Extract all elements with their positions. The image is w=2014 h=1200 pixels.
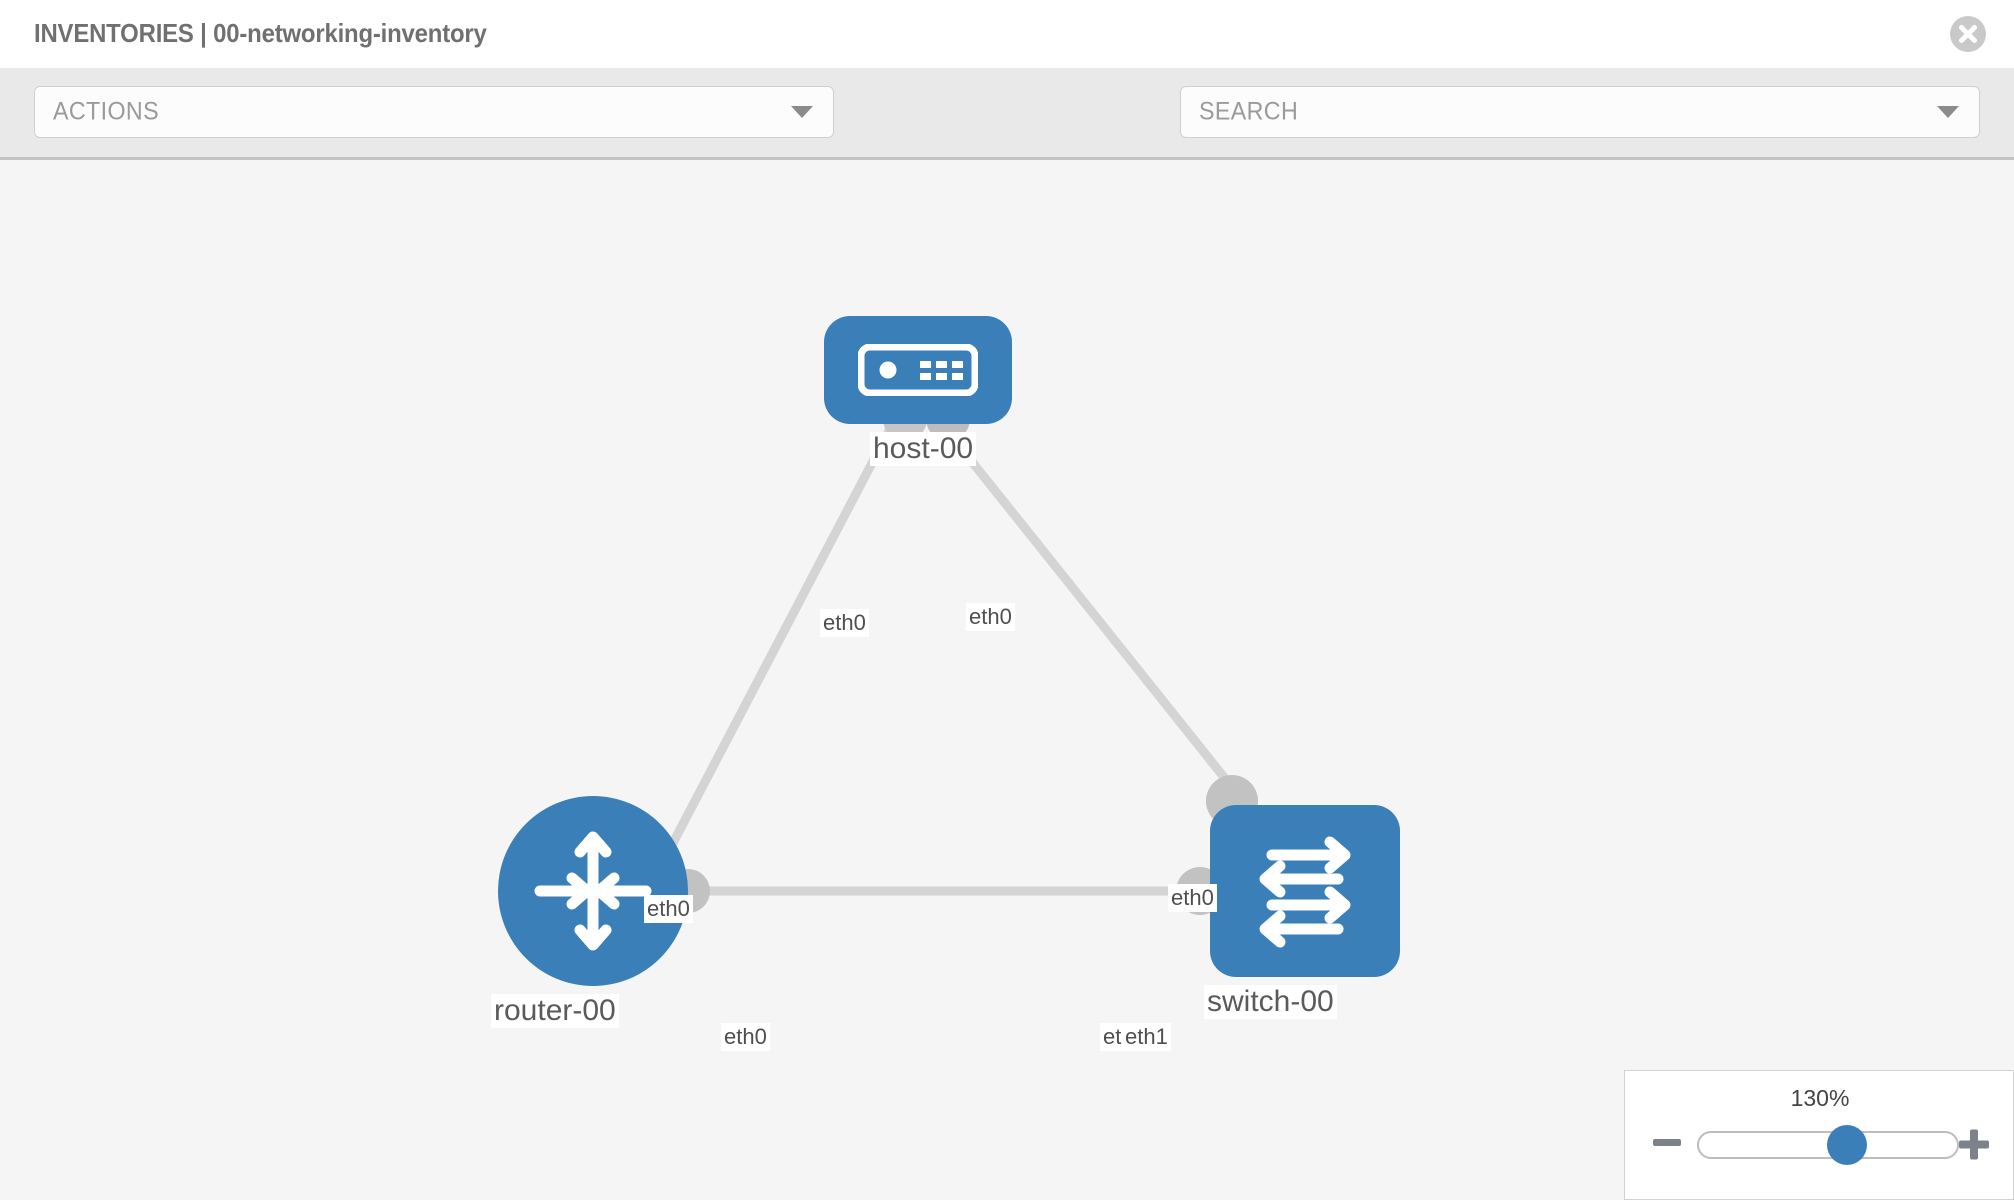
iface-label-switch-up: eth0	[1168, 884, 1217, 912]
page-title: INVENTORIES | 00-networking-inventory	[34, 18, 487, 48]
node-host-00[interactable]: host-00	[824, 316, 1012, 466]
close-icon[interactable]	[1950, 16, 1986, 52]
switch-arrows-icon	[1238, 825, 1372, 964]
link-host-router	[648, 420, 897, 886]
iface-label-switch-left-eth1: eth1	[1122, 1023, 1171, 1051]
iface-label-router-up: eth0	[644, 895, 693, 923]
chevron-down-icon	[791, 106, 813, 118]
actions-placeholder: ACTIONS	[53, 97, 159, 126]
iface-label-router-right: eth0	[721, 1023, 770, 1051]
toolbar: ACTIONS SEARC	[0, 68, 2014, 198]
zoom-slider-thumb[interactable]	[1827, 1125, 1867, 1165]
iface-label-host-right: eth0	[966, 603, 1015, 631]
node-label-router-00: router-00	[491, 994, 619, 1028]
link-host-switch	[937, 420, 1239, 794]
minus-icon[interactable]	[1651, 1127, 1683, 1164]
host-node-shape	[824, 316, 1012, 424]
node-label-host-00: host-00	[870, 432, 977, 466]
search-placeholder: SEARCH	[1199, 97, 1299, 126]
zoom-level-value: 130%	[1790, 1085, 1850, 1111]
chevron-down-icon	[1937, 106, 1959, 118]
search-input[interactable]: SEARCH	[1180, 86, 1980, 138]
node-router-00[interactable]: router-00	[491, 796, 688, 1028]
iface-label-host-left: eth0	[820, 609, 869, 637]
plus-icon[interactable]	[1957, 1127, 1991, 1166]
zoom-control-panel: 130%	[1624, 1070, 2014, 1200]
actions-dropdown[interactable]: ACTIONS	[34, 86, 834, 138]
router-arrows-icon	[526, 824, 660, 963]
switch-node-shape	[1210, 805, 1400, 977]
page-header: INVENTORIES | 00-networking-inventory	[0, 0, 2014, 68]
server-icon	[857, 343, 979, 401]
node-label-switch-00: switch-00	[1204, 985, 1337, 1019]
topology-canvas[interactable]: host-00 route	[0, 161, 2014, 1200]
node-switch-00[interactable]: switch-00	[1204, 805, 1400, 1019]
